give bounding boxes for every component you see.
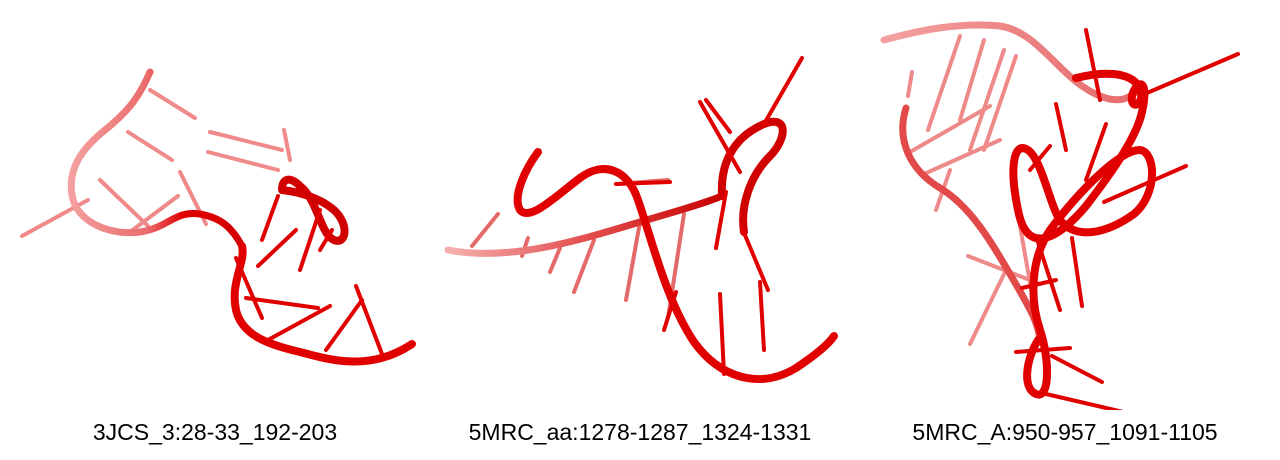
motif-panel-1: 3JCS_3:28-33_192-203 (0, 0, 430, 460)
rna-structure-2 (444, 56, 838, 384)
motif-panel-3: 5MRC_A:950-957_1091-1105 (850, 0, 1280, 460)
panel-caption: 5MRC_A:950-957_1091-1105 (912, 419, 1218, 445)
backbone-strand-side (899, 104, 1044, 344)
motif-panel-2: 5MRC_aa:1278-1287_1324-1331 (430, 0, 850, 460)
panel-caption: 3JCS_3:28-33_192-203 (92, 419, 338, 445)
rna-structure-1 (20, 68, 416, 366)
backbone-strand-faded (444, 192, 726, 257)
base-sticks-front (234, 194, 384, 356)
backbone-loop (717, 117, 787, 236)
backbone-strand-front (230, 242, 416, 366)
base-sticks-front (614, 56, 804, 376)
backbone-strand-front (513, 148, 838, 384)
base-sticks-front (1014, 28, 1240, 410)
backbone-strand-front (1009, 69, 1156, 399)
backbone-strand-faded (880, 21, 1142, 104)
base-sticks-back (20, 88, 292, 238)
rna-structure-3 (880, 21, 1240, 410)
backbone-strand-faded (67, 68, 246, 250)
panel-caption: 5MRC_aa:1278-1287_1324-1331 (468, 419, 812, 445)
backbone-loop (278, 175, 349, 245)
